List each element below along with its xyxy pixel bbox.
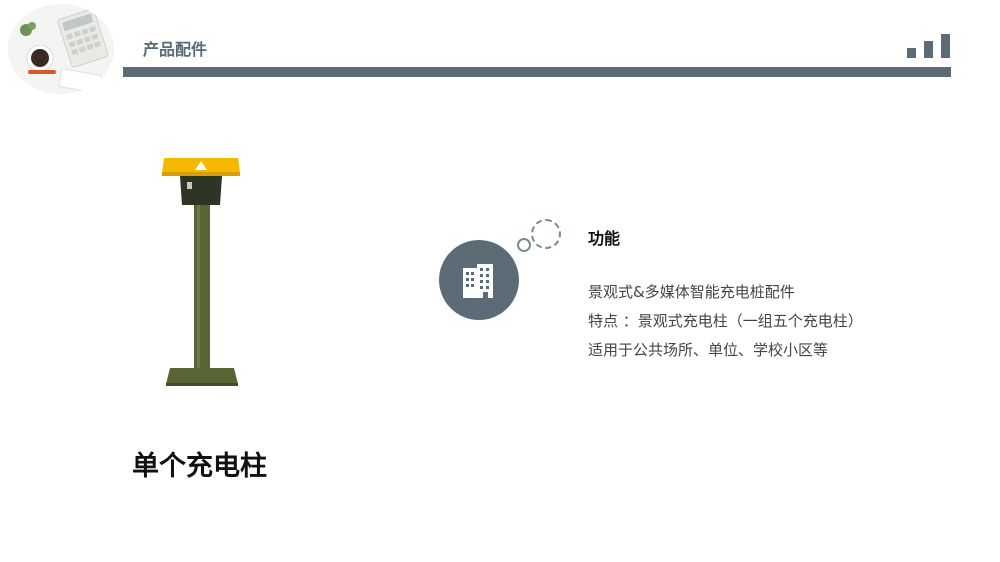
page-title: 产品配件: [143, 40, 208, 59]
thought-bubble-small: [517, 238, 531, 252]
charging-post-image: [160, 155, 242, 390]
thought-bubble-large: [531, 219, 561, 249]
building-icon: [463, 264, 493, 298]
feature-line: 景观式&多媒体智能充电桩配件: [588, 283, 795, 301]
feature-line: 适用于公共场所、单位、学校小区等: [588, 341, 829, 359]
product-caption: 单个充电柱: [132, 451, 267, 482]
header-divider-bar: [123, 67, 951, 77]
feature-icon-circle: [439, 240, 519, 320]
feature-title: 功能: [588, 229, 621, 248]
bar-signal-icon: [907, 34, 953, 58]
feature-description: 景观式&多媒体智能充电桩配件 特点 ：景观式充电柱（一组五个充电柱） 适用于公共…: [588, 278, 863, 365]
corner-desk-photo: [8, 4, 114, 94]
feature-line: 特点 ：景观式充电柱（一组五个充电柱）: [588, 312, 863, 330]
